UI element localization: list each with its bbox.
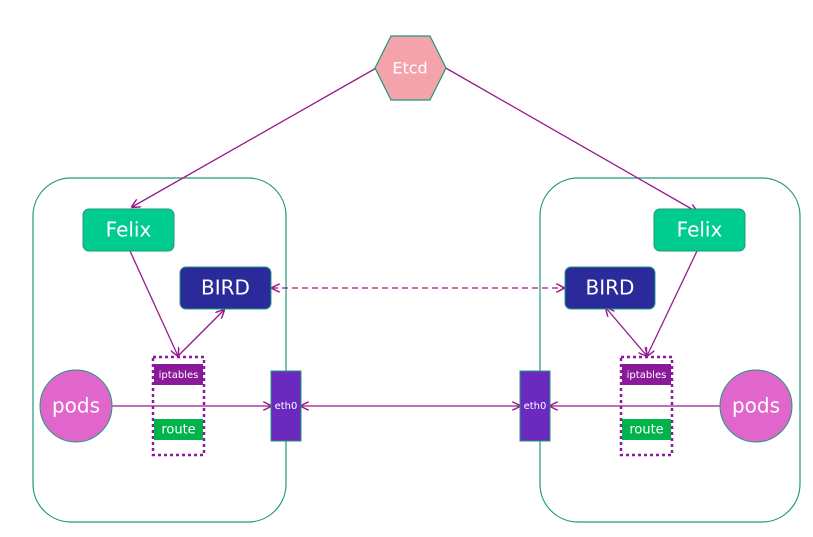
etcd-label: Etcd [392, 59, 427, 78]
pods-right: pods [719, 369, 793, 443]
felix-to-iptables-right-arrow [647, 250, 698, 356]
felix-left: Felix [82, 208, 175, 252]
eth0-right: eth0 [519, 370, 551, 442]
bird-iptables-right-arrow [606, 308, 647, 356]
pods-right-label: pods [732, 394, 780, 418]
felix-left-label: Felix [106, 218, 152, 242]
route-left-label: route [161, 423, 195, 438]
iptables-left: iptables [154, 364, 203, 385]
felix-right-label: Felix [677, 218, 723, 242]
bird-right-label: BIRD [586, 276, 635, 300]
bird-left-label: BIRD [201, 276, 250, 300]
eth0-left-label: eth0 [275, 401, 298, 412]
etcd-node: Etcd [374, 35, 447, 101]
bird-left: BIRD [179, 266, 272, 310]
felix-to-iptables-left-arrow [129, 250, 178, 356]
etcd-hexagon [374, 35, 447, 101]
route-right: route [622, 419, 671, 440]
iptables-right-label: iptables [627, 370, 667, 381]
iptables-left-label: iptables [159, 370, 199, 381]
route-right-label: route [629, 423, 663, 438]
node-left-container [32, 177, 287, 523]
route-left: route [154, 419, 203, 440]
node-right-container [539, 177, 801, 523]
iptables-route-left-box [151, 355, 206, 457]
iptables-right: iptables [622, 364, 671, 385]
etcd-to-felix-right-arrow [443, 66, 697, 212]
eth0-left: eth0 [270, 370, 302, 442]
pods-left: pods [39, 369, 113, 443]
iptables-route-right-box [619, 355, 674, 457]
pods-left-label: pods [52, 394, 100, 418]
iptables-to-bird-left-arrow [177, 310, 224, 357]
bird-right: BIRD [564, 266, 656, 310]
eth0-right-label: eth0 [524, 401, 547, 412]
connections [111, 66, 721, 406]
etcd-to-felix-left-arrow [132, 66, 379, 207]
felix-right: Felix [653, 208, 746, 252]
